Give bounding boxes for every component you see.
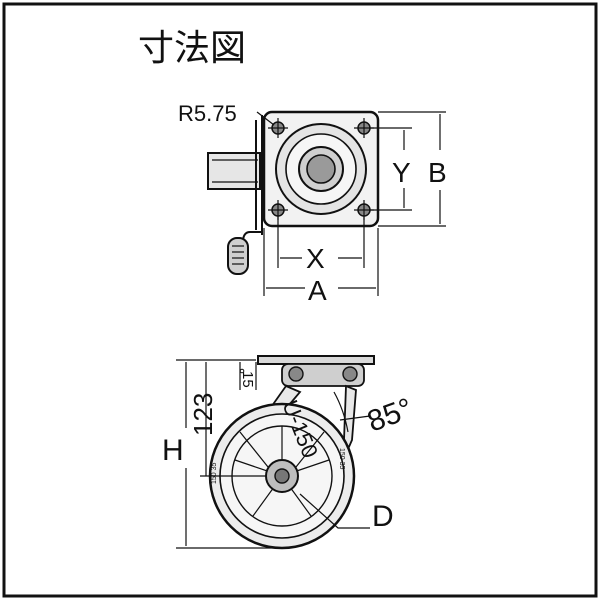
angle-arc xyxy=(333,391,349,433)
stem xyxy=(207,152,261,190)
radius-label: R5.75 xyxy=(178,101,237,126)
angle-label: 85° xyxy=(363,392,417,439)
side-plate xyxy=(257,355,375,365)
tire-mark-right: 150 35 xyxy=(338,448,345,470)
dim-123-label: 123 xyxy=(188,393,218,436)
top-view: R5.75 X A Y B xyxy=(178,101,447,306)
tire-mark: 150 35 xyxy=(211,462,218,484)
dim-d-label: D xyxy=(372,500,394,533)
dim-b-label: B xyxy=(428,157,447,188)
dim-x-label: X xyxy=(306,243,325,274)
dim-a-label: A xyxy=(308,275,327,306)
side-view: 150 35 150 35 U-150 H 123 15 85° D xyxy=(162,355,417,550)
page-title: 寸法図 xyxy=(138,28,246,69)
brake-pedal xyxy=(227,237,249,275)
dim-h-label: H xyxy=(162,434,184,467)
dim-15-label: 15 xyxy=(239,371,256,388)
dim-y-label: Y xyxy=(392,157,411,188)
dim-d-leader xyxy=(299,493,370,529)
